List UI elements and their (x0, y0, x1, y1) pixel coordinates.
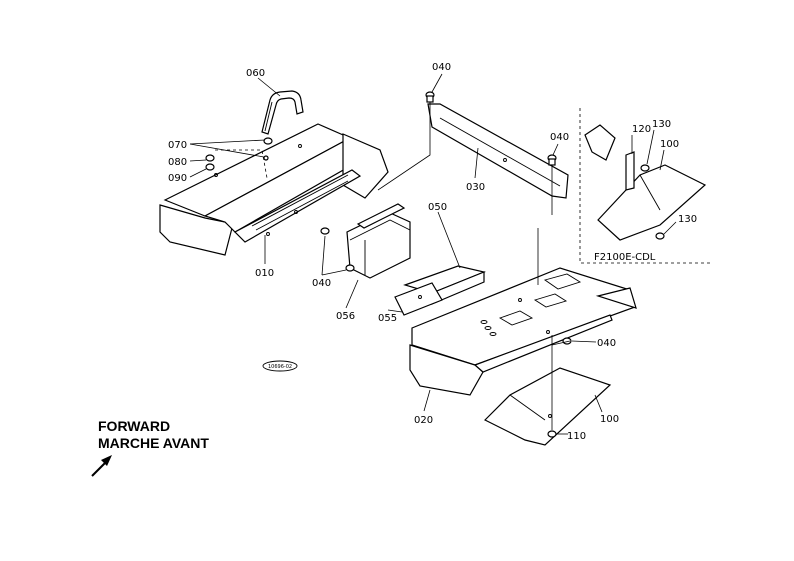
label-130-bottom: 130 (678, 214, 697, 225)
handle-060 (261, 90, 304, 135)
bracket-056 (346, 203, 411, 279)
lower-panel-100 (483, 367, 612, 446)
direction-indicator: FORWARD MARCHE AVANT (91, 418, 209, 477)
label-040-right: 040 (550, 132, 569, 143)
stamp-code: 10696-02 (268, 364, 292, 370)
rail-030 (427, 103, 569, 199)
plate-055 (394, 282, 443, 316)
lower-cover-020 (409, 267, 637, 396)
label-110: 110 (567, 431, 586, 442)
label-040-lower: 040 (597, 338, 616, 349)
upper-cover-010 (159, 123, 389, 256)
label-130-top: 130 (652, 119, 671, 130)
direction-line2: MARCHE AVANT (98, 435, 209, 451)
part-labels: 060 070 080 090 010 040 040 030 050 040 … (168, 62, 697, 442)
label-080: 080 (168, 157, 187, 168)
leader-lines (189, 73, 677, 435)
label-090: 090 (168, 173, 187, 184)
label-040-top: 040 (432, 62, 451, 73)
label-100-lower: 100 (600, 414, 619, 425)
label-100-inset: 100 (660, 139, 679, 150)
direction-line1: FORWARD (98, 418, 170, 434)
label-060: 060 (246, 68, 265, 79)
label-070: 070 (168, 140, 187, 151)
forward-arrow-icon (91, 455, 112, 477)
variant-label: F2100E-CDL (594, 252, 656, 263)
label-010: 010 (255, 268, 274, 279)
label-050: 050 (428, 202, 447, 213)
drawing-stamp: 10696-02 (262, 360, 298, 372)
label-040-left: 040 (312, 278, 331, 289)
label-030: 030 (466, 182, 485, 193)
label-055: 055 (378, 313, 397, 324)
inset-f2100e-cdl (579, 108, 710, 264)
label-020: 020 (414, 415, 433, 426)
label-056: 056 (336, 311, 355, 322)
assembly-lines (377, 102, 571, 430)
label-120: 120 (632, 124, 651, 135)
fasteners (205, 91, 665, 438)
